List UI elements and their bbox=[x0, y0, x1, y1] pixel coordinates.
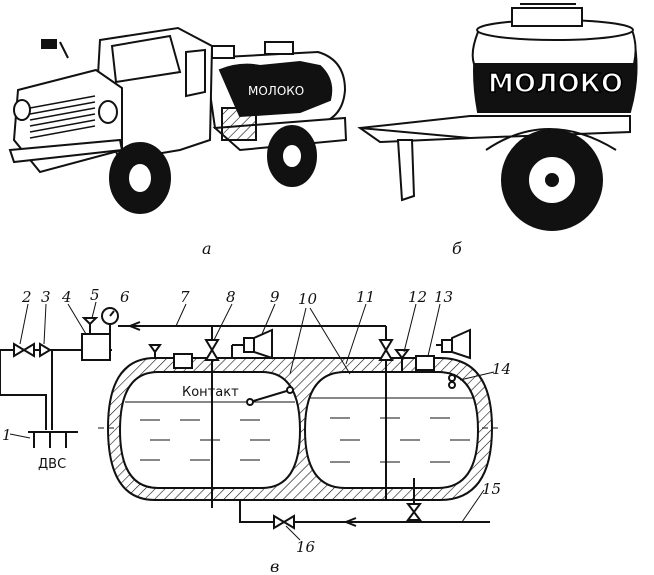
callout-9: 9 bbox=[270, 288, 280, 306]
engine-label: ДВС bbox=[38, 457, 66, 472]
callout-10: 10 bbox=[298, 290, 318, 308]
tank-schematic bbox=[0, 301, 500, 541]
callout-11: 11 bbox=[356, 288, 375, 306]
svg-text:МОЛОКО: МОЛОКО bbox=[248, 84, 304, 98]
caption-b: б bbox=[452, 239, 462, 258]
contact-label: Контакт bbox=[182, 385, 239, 400]
callout-6: 6 bbox=[120, 288, 130, 306]
callout-16: 16 bbox=[296, 538, 316, 556]
trailer-tank-text: МОЛОКО bbox=[488, 69, 623, 99]
milk-trailer-illustration bbox=[357, 3, 638, 231]
caption-v: в bbox=[270, 557, 279, 575]
callout-numbers: 1 2 3 4 5 6 7 8 9 10 11 12 13 14 15 16 bbox=[2, 286, 511, 556]
callout-1: 1 bbox=[2, 426, 12, 444]
callout-5: 5 bbox=[90, 286, 100, 304]
liquid-level bbox=[125, 397, 474, 463]
callout-13: 13 bbox=[434, 288, 453, 306]
callout-4: 4 bbox=[61, 288, 72, 306]
callout-3: 3 bbox=[41, 288, 51, 306]
callout-8: 8 bbox=[226, 288, 236, 306]
callout-2: 2 bbox=[21, 288, 32, 306]
callout-15: 15 bbox=[482, 480, 501, 498]
caption-a: а bbox=[202, 239, 212, 258]
milk-truck-illustration: МОЛОКО bbox=[8, 26, 348, 214]
callout-7: 7 bbox=[180, 288, 190, 306]
callout-14: 14 bbox=[492, 360, 511, 378]
callout-12: 12 bbox=[408, 288, 427, 306]
